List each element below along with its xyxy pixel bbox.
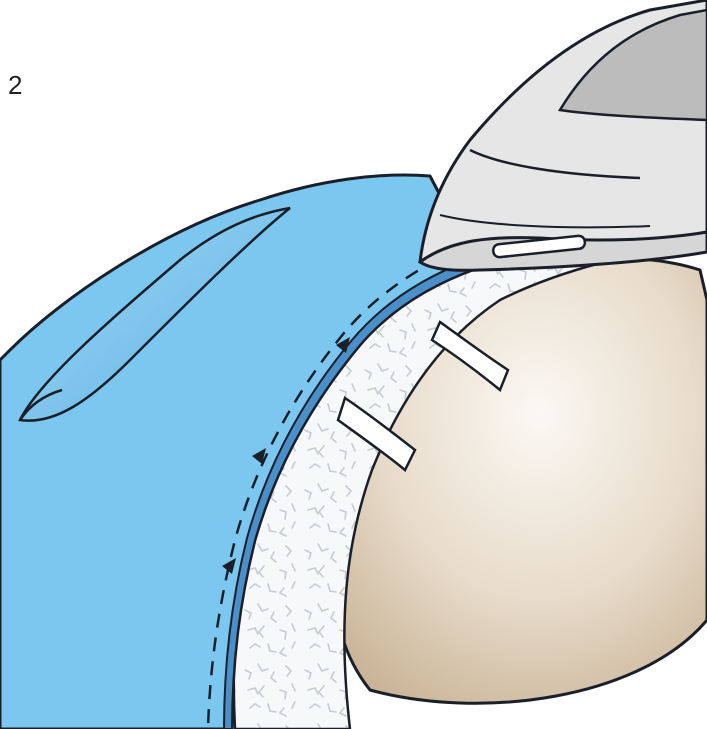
- iron: [420, 0, 707, 270]
- step-number: 2: [8, 72, 22, 98]
